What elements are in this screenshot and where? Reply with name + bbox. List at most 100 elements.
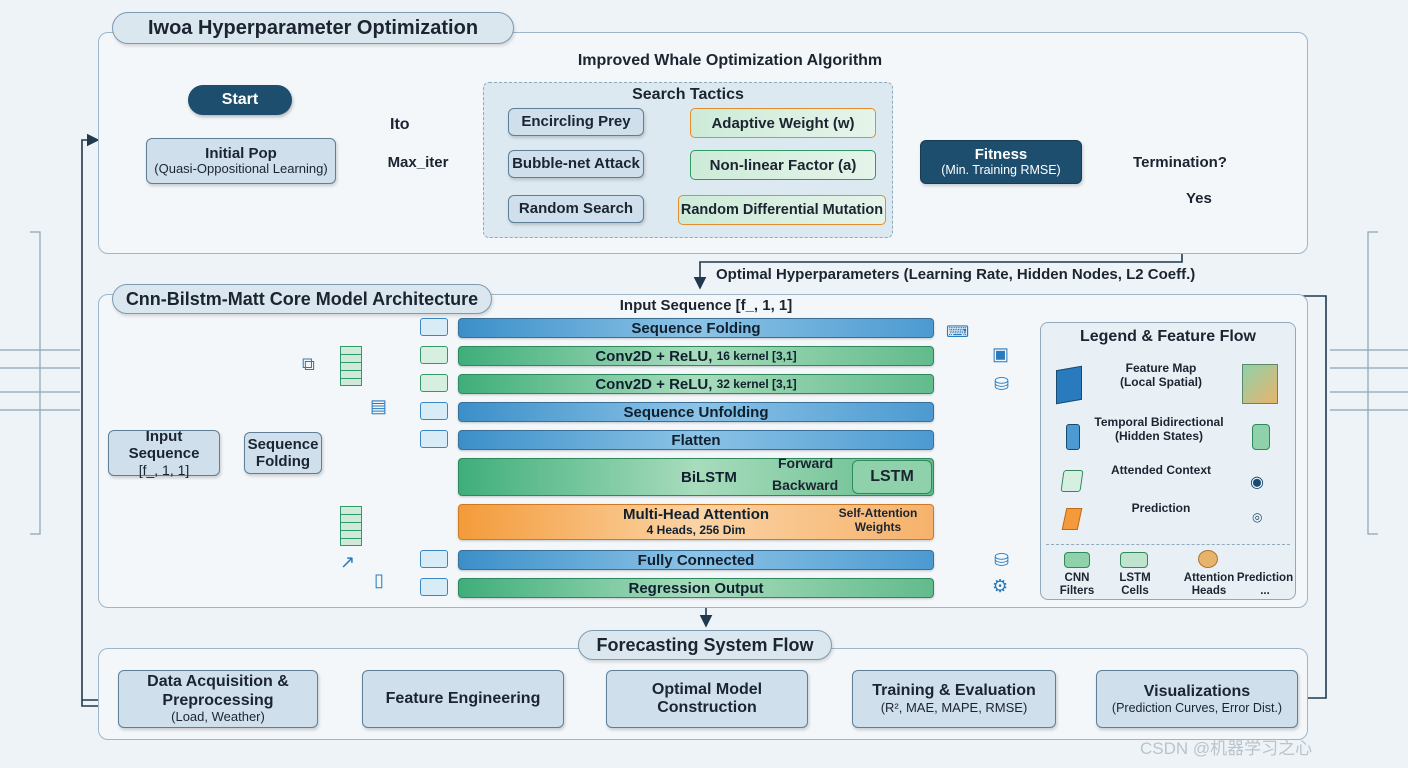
local-spatial-glyph	[1242, 364, 1278, 404]
legend-key-prediction: Prediction...	[1236, 572, 1294, 598]
key-att-2: Heads	[1191, 585, 1227, 598]
factor-random-mutation: Random Differential Mutation	[678, 195, 886, 225]
step3-title2: Construction	[657, 699, 757, 716]
key-cnn-2: Filters	[1059, 585, 1095, 598]
self-attention-line1: Self-Attention	[838, 506, 918, 520]
step-visualizations: Visualizations (Prediction Curves, Error…	[1096, 670, 1298, 728]
step3-title: Optimal Model	[651, 680, 763, 698]
mha-label: Multi-Head Attention	[622, 506, 770, 524]
tactic-bubble-net: Bubble-net Attack	[508, 150, 644, 178]
cnn-key-glyph	[1064, 552, 1090, 568]
optimal-hyperparameters: Optimal Hyperparameters (Learning Rate, …	[716, 266, 1196, 283]
step5-title: Visualizations	[1143, 682, 1251, 700]
attention-key-glyph	[1198, 550, 1218, 568]
backward-label: Backward	[772, 477, 839, 493]
cnn-filter-icon: ⧉	[302, 354, 315, 374]
seq-fold-line1: Sequence	[247, 435, 319, 453]
core-title: Cnn-Bilstm-Matt Core Model Architecture	[112, 284, 492, 314]
feature-stack-top	[340, 346, 362, 386]
bilstm-label: BiLSTM	[681, 468, 737, 486]
chip-icon: ▣	[992, 344, 1010, 364]
conv1-label: Conv2D + ReLU,	[595, 347, 713, 365]
key-pred-2: ...	[1260, 585, 1270, 598]
legend-row-feature-map: Feature Map (Local Spatial)	[1100, 361, 1222, 390]
legend-row-2-title: Temporal Bidirectional	[1094, 415, 1224, 429]
conv2-label: Conv2D + ReLU,	[595, 375, 713, 393]
fitness-box: Fitness (Min. Training RMSE)	[920, 140, 1082, 184]
factor-nonlinear: Non-linear Factor (a)	[690, 150, 876, 180]
input-seq-line2: [f_, 1, 1]	[138, 462, 190, 479]
self-attention-label: Self-Attention Weights	[826, 506, 930, 535]
lstm-key-glyph	[1120, 552, 1148, 568]
thumb-fc	[420, 550, 448, 568]
iwoa-title: Iwoa Hyperparameter Optimization	[112, 12, 514, 44]
fitness-label: Fitness	[974, 146, 1028, 164]
layer-sequence-folding: Sequence Folding	[458, 318, 934, 338]
eye-icon: ◉	[1250, 474, 1264, 491]
database-output-icon: ⛁	[994, 550, 1010, 570]
initial-pop-label: Initial Pop	[205, 144, 277, 162]
legend-row-1-sub: (Local Spatial)	[1119, 374, 1202, 389]
step4-title: Training & Evaluation	[872, 682, 1036, 700]
bidirectional-glyph	[1252, 424, 1270, 450]
legend-row-2-sub: (Hidden States)	[1114, 428, 1203, 443]
legend-title: Legend & Feature Flow	[1079, 328, 1256, 345]
database-icon: ⛁	[994, 374, 1010, 394]
lstm-cell: LSTM	[852, 460, 932, 494]
start-node: Start	[188, 85, 292, 115]
legend-row-attended: Attended Context	[1111, 463, 1211, 477]
legend-row-prediction: Prediction	[1131, 501, 1191, 515]
conv2-sub: 32 kernel [3,1]	[716, 377, 797, 391]
initial-pop-sub: (Quasi-Oppositional Learning)	[154, 161, 328, 177]
seq-fold-line2: Folding	[255, 453, 311, 470]
layer-flatten: Flatten	[458, 430, 934, 450]
input-seq-line1: Input Sequence	[128, 427, 200, 462]
legend-row-1-title: Feature Map	[1125, 361, 1197, 375]
legend-divider	[1046, 544, 1290, 545]
search-tactics-title: Search Tactics	[632, 86, 744, 103]
feature-map-icon: ▤	[370, 396, 388, 416]
ito-label: Ito	[390, 116, 410, 133]
key-cnn-1: CNN	[1064, 572, 1090, 584]
input-sequence-header: Input Sequence [f_, 1, 1]	[619, 297, 793, 314]
factor-adaptive-weight: Adaptive Weight (w)	[690, 108, 876, 138]
keyboard-icon: ⌨	[946, 324, 970, 341]
attended-context-glyph	[1060, 470, 1084, 492]
flow-title: Forecasting System Flow	[578, 630, 832, 660]
tactic-encircling-prey: Encircling Prey	[508, 108, 644, 136]
trend-chart-icon: ↗	[340, 552, 356, 572]
key-lstm-2: Cells	[1121, 585, 1149, 598]
max-iter-label: Max_iter	[387, 153, 449, 171]
yes-label: Yes	[1186, 190, 1212, 207]
step-training-evaluation: Training & Evaluation (R², MAE, MAPE, RM…	[852, 670, 1056, 728]
thumb-unfolding	[420, 402, 448, 420]
tactic-random-search: Random Search	[508, 195, 644, 223]
fitness-sub: (Min. Training RMSE)	[941, 163, 1061, 178]
forward-label: Forward	[778, 455, 834, 471]
algo-title: Improved Whale Optimization Algorithm	[577, 52, 883, 69]
layer-fully-connected: Fully Connected	[458, 550, 934, 570]
step4-sub: (R², MAE, MAPE, RMSE)	[880, 699, 1028, 715]
thumb-flatten	[420, 430, 448, 448]
step-data-acquisition: Data Acquisition & Preprocessing (Load, …	[118, 670, 318, 728]
thumb-conv2	[420, 374, 448, 392]
key-lstm-1: LSTM	[1119, 572, 1151, 584]
layer-sequence-unfolding: Sequence Unfolding	[458, 402, 934, 422]
layer-multi-head-attention: Multi-Head Attention 4 Heads, 256 Dim	[458, 504, 934, 540]
hidden-state-glyph	[1066, 424, 1080, 450]
key-pred-1: Prediction	[1236, 572, 1294, 584]
step-optimal-model: Optimal Model Construction	[606, 670, 808, 728]
watermark: CSDN @机器学习之心	[1140, 739, 1313, 758]
conv1-sub: 16 kernel [3,1]	[716, 349, 797, 363]
legend-row-temporal: Temporal Bidirectional (Hidden States)	[1094, 415, 1224, 444]
thumb-seq-folding	[420, 318, 448, 336]
layer-conv2d-32: Conv2D + ReLU, 32 kernel [3,1]	[458, 374, 934, 394]
feature-stack-bottom	[340, 506, 362, 546]
key-att-1: Attention	[1183, 572, 1235, 584]
initial-pop-box: Initial Pop (Quasi-Oppositional Learning…	[146, 138, 336, 184]
step-feature-engineering: Feature Engineering	[362, 670, 564, 728]
self-attention-line2: Weights	[854, 519, 902, 534]
brain-icon: ⚙	[992, 576, 1009, 596]
